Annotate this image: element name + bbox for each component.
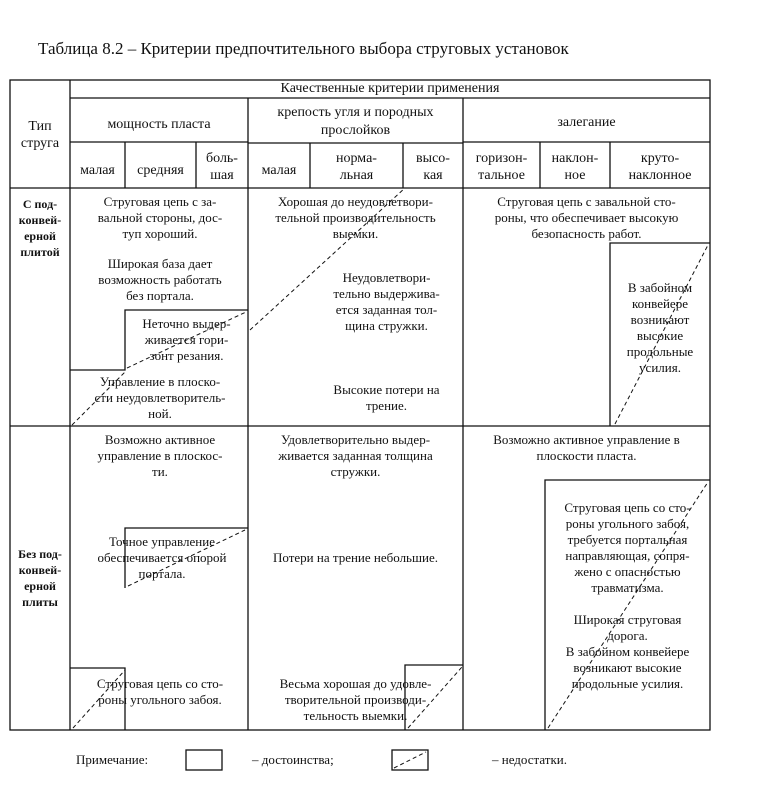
- row1-c3-adv: Струговая цепь с завальной сто- роны, чт…: [494, 194, 679, 241]
- sub-low-hard: малая: [261, 163, 297, 178]
- row1-c2-dis3: Высокие потери на трение.: [333, 382, 440, 413]
- note-label: Примечание:: [76, 752, 149, 767]
- header-hardness: крепость угля и породных прослойков: [277, 105, 434, 138]
- row1-type: С под- конвей- ерной плитой: [18, 197, 62, 259]
- header-bedding: залегание: [557, 115, 616, 130]
- row2-c1-dis2: Струговая цепь со сто- роны угольного за…: [96, 676, 224, 707]
- row1-c3-dis: В забойном конвейере возникают высокие п…: [626, 280, 694, 375]
- row1-c1-dis1: Неточно выдер- живается гори- зонт резан…: [142, 316, 231, 363]
- note-disadvantages: – недостатки.: [492, 752, 567, 767]
- sub-large-thick: боль- шая: [206, 151, 238, 183]
- row2-c3-adv: Возможно активное управление в плоскости…: [493, 432, 680, 463]
- header-thickness: мощность пласта: [107, 117, 211, 132]
- row2-c1-adv: Возможно активное управление в плоскос- …: [97, 432, 223, 479]
- sub-medium-thick: средняя: [137, 163, 184, 178]
- row2-c2-adv: Удовлетворительно выдер- живается заданн…: [278, 432, 433, 479]
- sub-normal-hard: норма- льная: [336, 151, 377, 183]
- row1-c1-adv: Струговая цепь с за- вальной стороны, до…: [97, 194, 223, 241]
- note-advantages: – достоинства;: [252, 752, 334, 767]
- row1-c2-dis2: Неудовлетвори- тельно выдержива- ется за…: [333, 270, 440, 333]
- row1-c1-dis2: Управление в плоско- сти неудовлетворите…: [94, 374, 226, 421]
- row2-c3-dis: Струговая цепь со сто- роны угольного за…: [564, 500, 691, 691]
- row1-c2-dis1: Хорошая до неудовлетвори- тельной произв…: [275, 194, 436, 241]
- row2-c2-adv2: Потери на трение небольшие.: [273, 550, 438, 565]
- table-title: Таблица 8.2 – Критерии предпочтительного…: [38, 39, 569, 58]
- row2-type: Без под- конвей- ерной плиты: [18, 547, 62, 609]
- sub-steep: круто- наклонное: [628, 151, 692, 183]
- row1-c1-adv2: Широкая база дает возможность работать б…: [98, 256, 222, 303]
- header-type: Тип струга: [20, 119, 60, 151]
- row2-c1-dis1: Точное управление обеспечивается опорой …: [97, 534, 227, 581]
- sub-high-hard: высо- кая: [416, 151, 450, 183]
- row2-c2-dis: Весьма хорошая до удовле- творительной п…: [279, 676, 432, 723]
- header-criteria: Качественные критерии применения: [280, 81, 500, 96]
- sub-inclined: наклон- ное: [551, 151, 599, 183]
- sub-small-thick: малая: [80, 163, 115, 178]
- sub-horizontal: горизон- тальное: [475, 151, 528, 183]
